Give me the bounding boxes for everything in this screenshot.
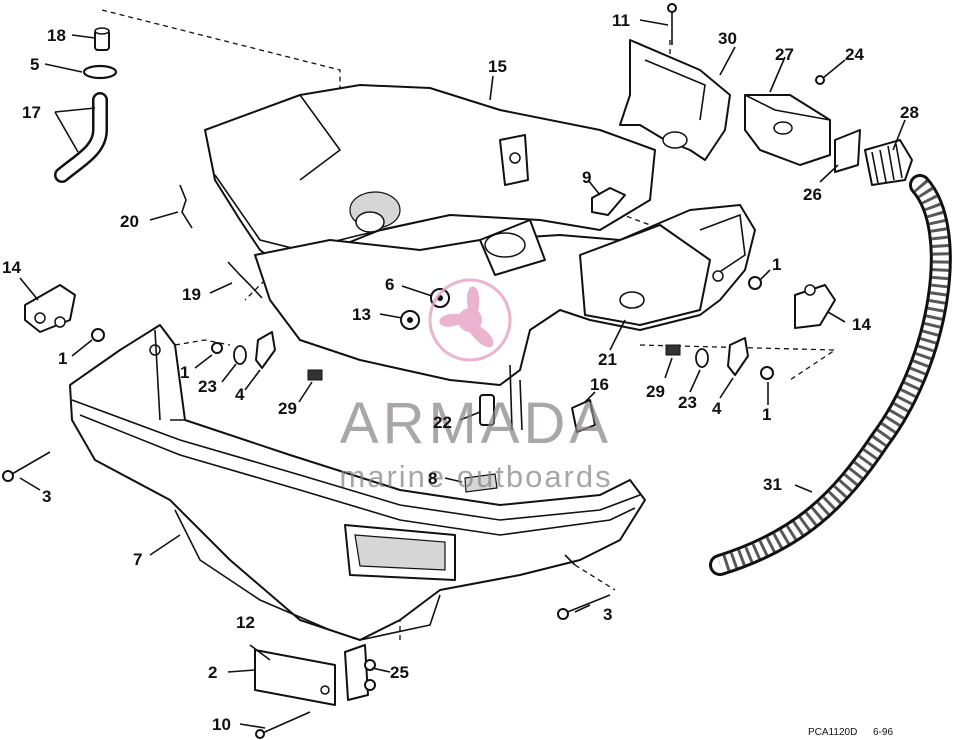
washer-part-left [233, 345, 247, 365]
latch-part-left [24, 284, 76, 333]
hook-part-right [727, 337, 749, 376]
drawing-code: PCA1120D [808, 727, 857, 738]
upper-cover-part [204, 84, 656, 266]
hook-part-left [255, 331, 276, 369]
callout-28: 28 [900, 103, 919, 122]
callout-8: 8 [428, 469, 437, 488]
callout-5: 5 [30, 55, 39, 74]
callout-1: 1 [772, 255, 781, 274]
lower-cowl-part [69, 324, 646, 641]
armada-propeller-logo [428, 278, 512, 362]
wire-clip-part-19 [227, 261, 263, 299]
block-part-16 [571, 399, 596, 433]
callout-19: 19 [182, 285, 201, 304]
bolt-part-29-group [307, 344, 681, 381]
callout-31: 31 [763, 475, 782, 494]
grommet-part [864, 139, 913, 186]
armada-watermark: ARMADA marine outboards [339, 278, 612, 494]
callout-18: 18 [47, 26, 66, 45]
callout-29: 29 [278, 399, 297, 418]
callout-21: 21 [598, 350, 617, 369]
callout-14: 14 [2, 258, 21, 277]
callout-13: 13 [352, 305, 371, 324]
screw-part-10 [257, 711, 311, 736]
callout-labels: 1 1 1 1 2 3 3 4 4 5 6 7 8 9 10 11 12 13 … [2, 11, 919, 734]
plate-part-2 [254, 649, 336, 706]
bracket-part [619, 39, 731, 161]
callout-27: 27 [775, 45, 794, 64]
callout-22: 22 [433, 413, 452, 432]
callout-14: 14 [852, 315, 871, 334]
clamp-ring-part [82, 64, 118, 80]
duct-part [744, 94, 831, 166]
callout-1: 1 [180, 363, 189, 382]
bushing-part-18 [94, 27, 110, 51]
wire-clip-part [179, 184, 193, 229]
callout-10: 10 [212, 715, 231, 734]
callout-11: 11 [612, 11, 630, 30]
callout-4: 4 [712, 399, 722, 418]
callout-3: 3 [603, 605, 612, 624]
leader-lines [19, 19, 906, 729]
callout-9: 9 [582, 168, 591, 187]
screw-part-1-group [91, 276, 774, 380]
callout-7: 7 [133, 550, 142, 569]
watermark-tagline: marine outboards [339, 459, 612, 494]
callout-25: 25 [390, 663, 409, 682]
callout-16: 16 [590, 375, 609, 394]
callout-15: 15 [488, 57, 507, 76]
screw-part-24 [815, 75, 825, 85]
watermark-brand: ARMADA [340, 391, 612, 456]
gasket-part [834, 129, 861, 173]
callout-4: 4 [235, 385, 245, 404]
strip-part-8 [464, 473, 498, 493]
callout-2: 2 [208, 663, 217, 682]
callout-12: 12 [236, 613, 255, 632]
lower-housing-part [254, 204, 756, 431]
callout-3: 3 [42, 487, 51, 506]
callout-1: 1 [762, 405, 771, 424]
callout-1: 1 [58, 349, 67, 368]
bracket-part-25 [344, 644, 376, 701]
drawing-date: 6-96 [873, 727, 893, 738]
washer-part-right [695, 348, 709, 368]
bracket-part-22 [479, 394, 495, 426]
latch-part-right [794, 284, 836, 329]
callout-26: 26 [803, 185, 822, 204]
callout-29: 29 [646, 382, 665, 401]
callout-6: 6 [385, 275, 394, 294]
callout-23: 23 [198, 377, 217, 396]
callout-20: 20 [120, 212, 139, 231]
callout-24: 24 [845, 45, 864, 64]
callout-17: 17 [22, 103, 41, 122]
mesh-hose-part [709, 174, 952, 576]
callout-30: 30 [718, 29, 737, 48]
callout-23: 23 [678, 393, 697, 412]
